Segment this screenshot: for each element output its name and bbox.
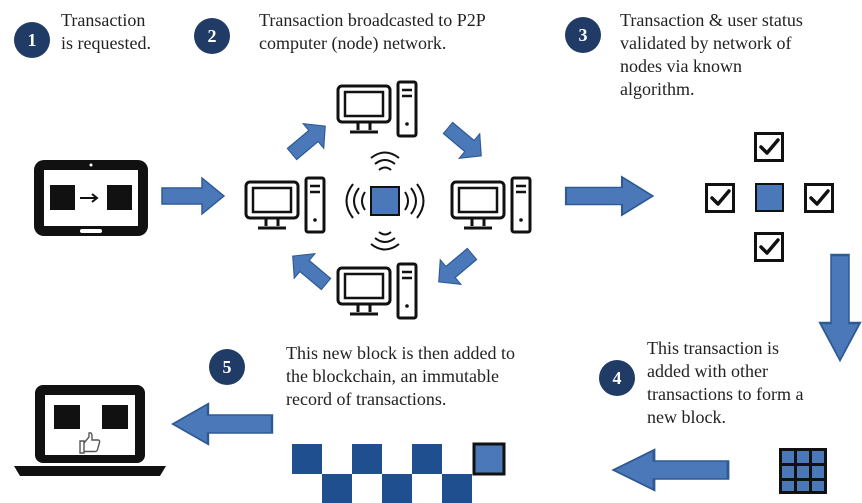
computer-left (244, 176, 326, 234)
step-3-line: Transaction & user status (620, 10, 803, 30)
wifi-signal-icon (345, 151, 425, 251)
checkbox-checked-icon (753, 131, 785, 163)
arrow-to-laptop (171, 402, 274, 446)
blockchain-icon (292, 442, 506, 503)
step-2-badge: 2 (194, 18, 230, 54)
step-1-text: Transaction is requested. (61, 9, 151, 55)
svg-text:5: 5 (223, 357, 232, 377)
arrow-down (818, 253, 862, 362)
step-2-line: computer (node) network. (259, 33, 447, 53)
laptop-icon (14, 385, 166, 476)
step-3-line: nodes via known (620, 56, 742, 76)
svg-text:3: 3 (579, 25, 588, 45)
svg-text:2: 2 (208, 26, 217, 46)
step-3-text: Transaction & user status validated by n… (620, 9, 803, 101)
step-4-badge: 4 (599, 360, 635, 396)
arrow-network-3 (427, 241, 483, 295)
arrow-to-network (161, 177, 225, 215)
checkbox-checked-icon (803, 182, 835, 214)
arrow-to-chain (611, 448, 730, 492)
computer-right (450, 176, 532, 234)
step-4-text: This transaction is added with other tra… (647, 337, 803, 429)
grid-block-icon (779, 448, 827, 494)
step-4-line: new block. (647, 407, 726, 427)
computer-bottom (336, 262, 418, 320)
step-4-line: This transaction is (647, 338, 779, 358)
step-5-line: record of transactions. (286, 389, 447, 409)
node-square (755, 183, 784, 212)
step-3-line: algorithm. (620, 79, 695, 99)
step-2-text: Transaction broadcasted to P2P computer … (259, 9, 486, 55)
arrow-network-1 (281, 113, 337, 167)
arrow-network-4 (281, 243, 337, 297)
svg-text:1: 1 (28, 30, 37, 50)
thumbs-up-icon (79, 432, 101, 454)
step-5-line: This new block is then added to (286, 343, 515, 363)
step-5-text: This new block is then added to the bloc… (286, 342, 515, 411)
checkbox-checked-icon (704, 182, 736, 214)
tablet-icon (34, 160, 148, 236)
step-1-line: is requested. (61, 33, 151, 53)
step-3-badge: 3 (565, 17, 601, 53)
step-1-line: Transaction (61, 10, 146, 30)
step-4-line: added with other (647, 361, 768, 381)
computer-top (336, 80, 418, 138)
arrow-network-2 (437, 115, 493, 169)
step-2-line: Transaction broadcasted to P2P (259, 10, 486, 30)
step-5-line: the blockchain, an immutable (286, 366, 499, 386)
arrow-to-validation (564, 175, 654, 217)
step-3-line: validated by network of (620, 33, 792, 53)
svg-text:4: 4 (613, 368, 622, 388)
step-4-line: transactions to form a (647, 384, 804, 404)
step-5-badge: 5 (209, 349, 245, 385)
checkbox-checked-icon (753, 231, 785, 263)
step-1-badge: 1 (14, 22, 50, 58)
